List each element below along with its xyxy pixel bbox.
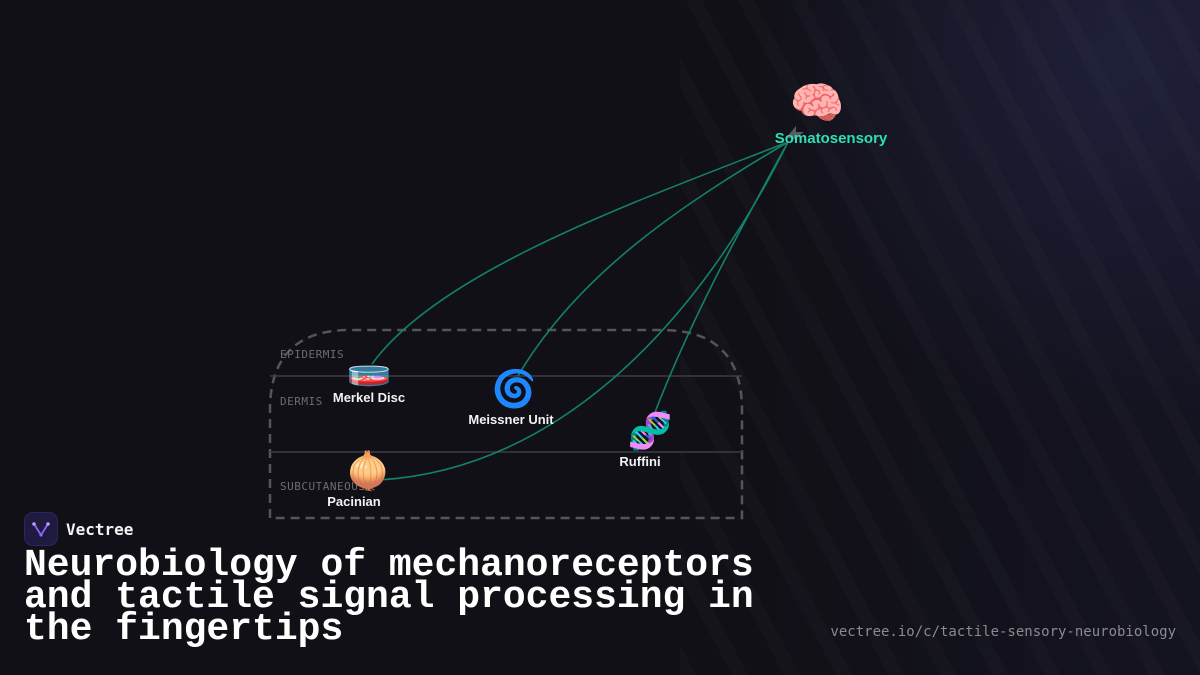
edge-meissner-unit [517,141,789,377]
node-label: Merkel Disc [332,390,406,405]
dna-icon: 🧬 [627,411,673,452]
onion-icon: 🧅 [345,451,391,492]
petri-dish-icon: 🧫 [346,347,392,388]
page-url[interactable]: vectree.io/c/tactile-sensory-neurobiolog… [830,624,1176,640]
skin-outline [268,328,744,520]
edge-merkel-disc [371,141,789,365]
brand[interactable]: Vectree [24,512,133,546]
node-label: Somatosensory [774,130,888,147]
layer-label-subcutaneous: SUBCUTANEOUS [280,480,366,493]
spiral-icon: 🌀 [491,369,537,410]
node-label: Meissner Unit [468,412,554,427]
layer-label-dermis: DERMIS [280,395,323,408]
layer-label-epidermis: EPIDERMIS [280,348,345,361]
brain-icon: 🧠 [789,78,845,129]
edge-ruffini [651,141,789,421]
connections [371,141,789,481]
node-pacinian[interactable]: 🧅 Pacinian [327,451,391,510]
node-merkel-disc[interactable]: 🧫 Merkel Disc [332,347,406,406]
node-somatosensory[interactable]: 🧠 Somatosensory [747,78,888,148]
node-label: Ruffini [619,454,661,469]
background-rays [680,0,1200,675]
brand-name: Vectree [66,519,134,539]
bolt-icon [784,126,804,146]
node-label: Pacinian [327,494,381,509]
node-meissner-unit[interactable]: 🌀 Meissner Unit [468,369,553,428]
edge-pacinian [377,141,789,481]
node-ruffini[interactable]: 🧬 Ruffini [619,411,673,470]
vectree-logo-icon [24,512,58,546]
page-title: Neurobiology of mechanoreceptors and tac… [24,544,754,651]
